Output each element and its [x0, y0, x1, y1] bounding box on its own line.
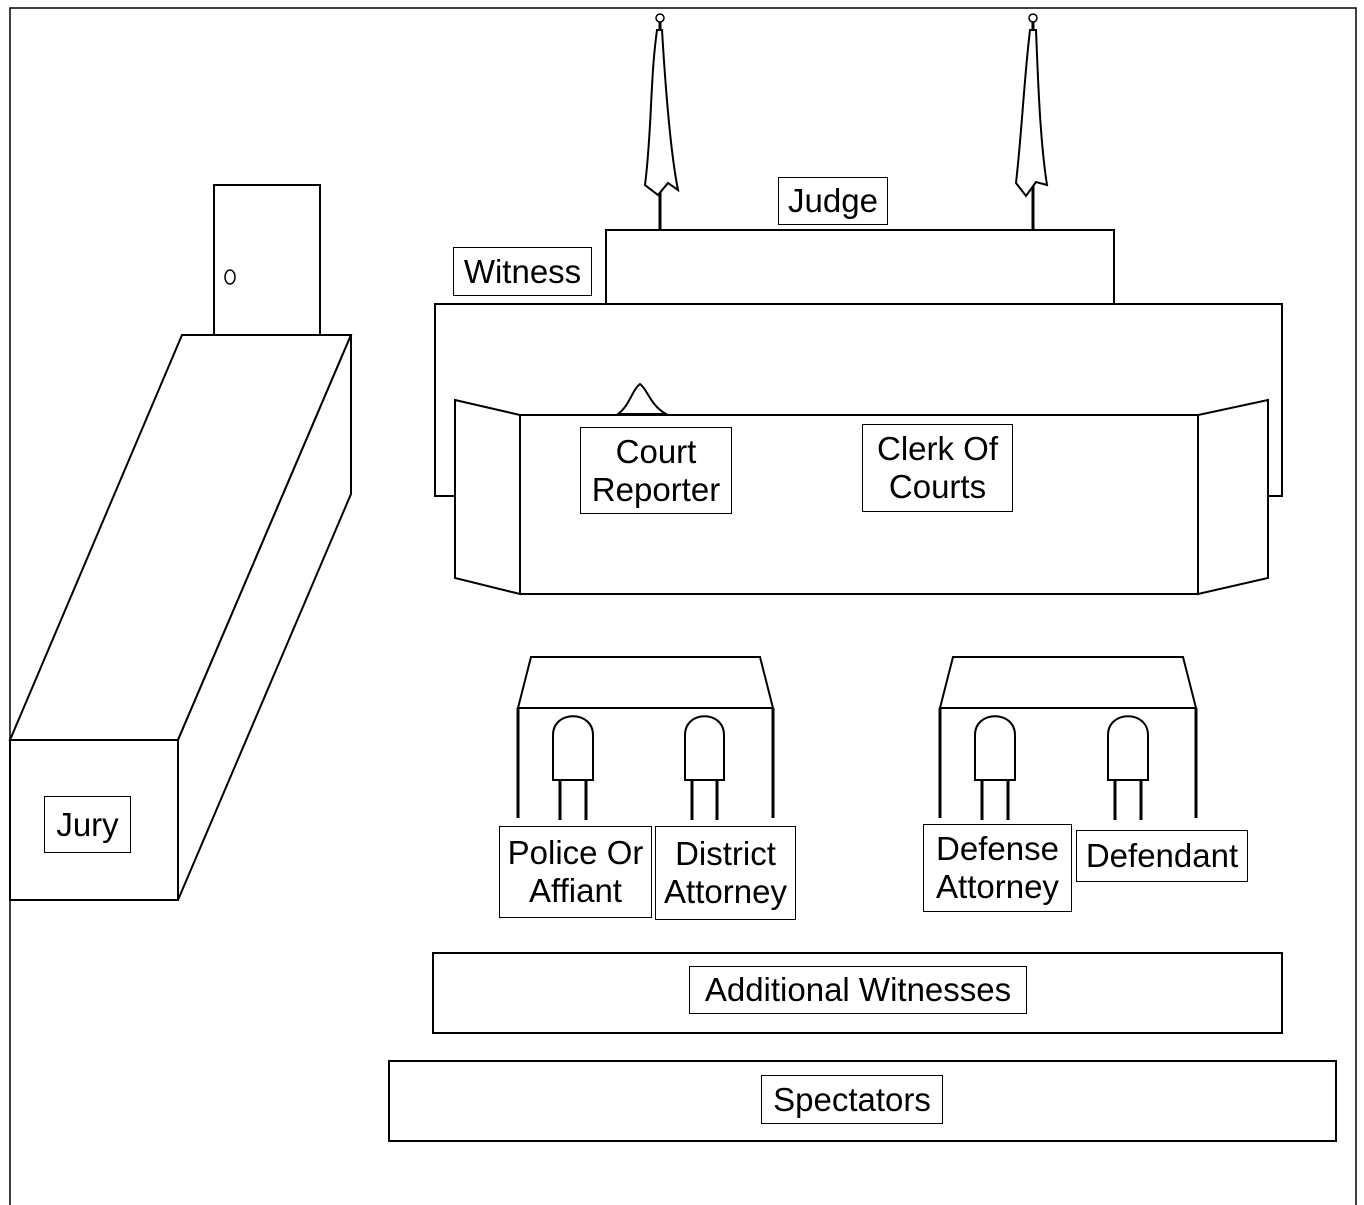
defense-table — [938, 656, 1198, 818]
prosecution-table — [516, 656, 775, 818]
label-spectators: Spectators — [761, 1075, 943, 1124]
jury-box — [8, 334, 353, 901]
label-police-or-affiant: Police Or Affiant — [499, 826, 652, 918]
door-icon — [213, 184, 321, 338]
label-clerk-of-courts: Clerk Of Courts — [862, 424, 1013, 512]
judge-bench — [605, 229, 1115, 311]
clerk-bench-left-wing — [454, 398, 521, 596]
chair-icon — [974, 715, 1016, 820]
label-judge: Judge — [778, 177, 888, 225]
label-jury: Jury — [44, 796, 131, 853]
diagram-frame — [9, 7, 1357, 1205]
label-district-attorney: District Attorney — [655, 826, 796, 920]
stenograph-icon — [615, 382, 670, 415]
chair-icon — [552, 715, 594, 820]
label-witness: Witness — [453, 247, 592, 296]
chair-icon — [1107, 715, 1149, 820]
chair-icon — [684, 715, 725, 820]
label-defendant: Defendant — [1076, 830, 1248, 882]
flag-icon — [643, 13, 680, 230]
label-defense-attorney: Defense Attorney — [923, 824, 1072, 912]
label-additional-witnesses: Additional Witnesses — [689, 966, 1027, 1014]
label-court-reporter: Court Reporter — [580, 427, 732, 514]
clerk-bench-right-wing — [1197, 398, 1269, 596]
flag-icon — [1014, 13, 1049, 230]
